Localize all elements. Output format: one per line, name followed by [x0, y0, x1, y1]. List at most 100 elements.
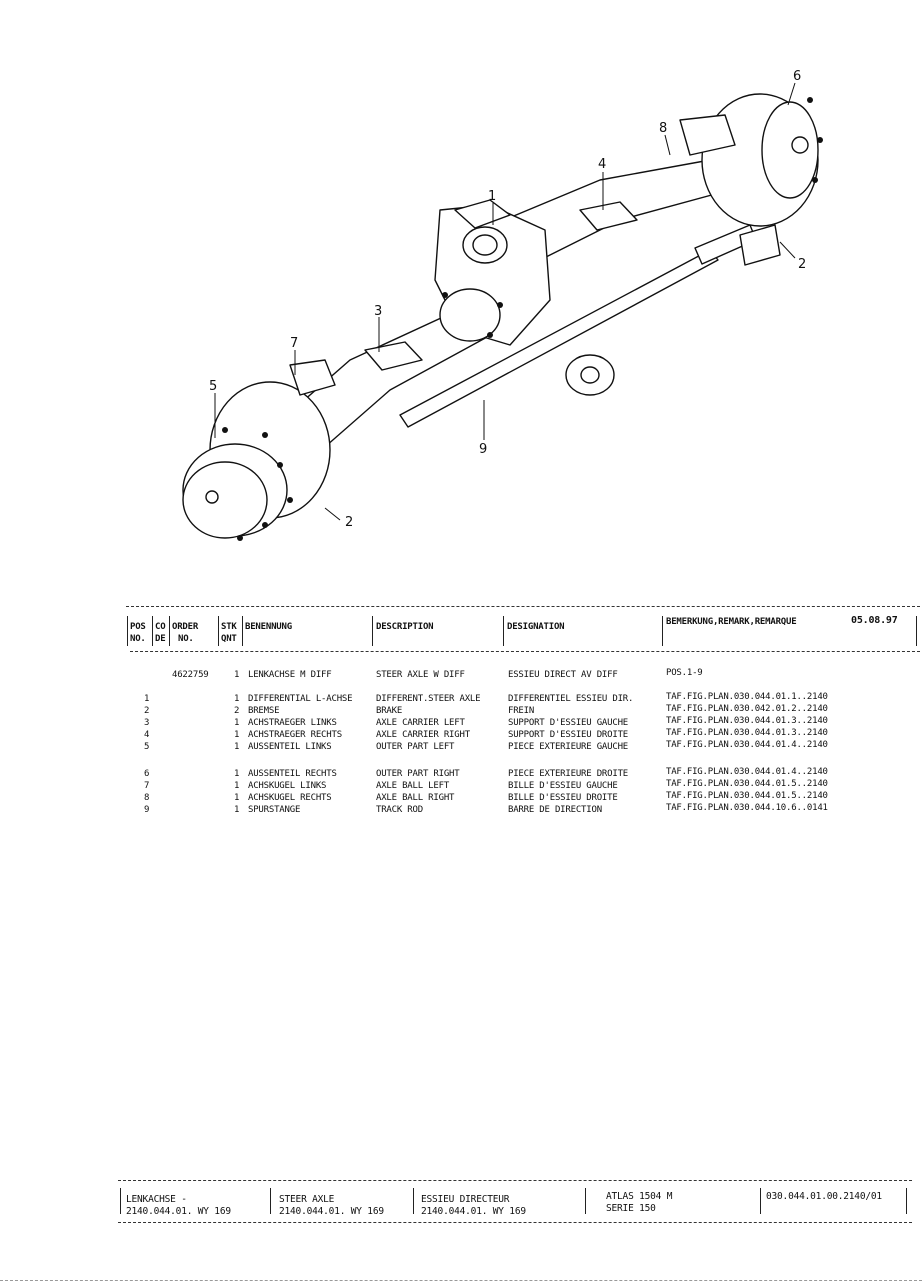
footer-series: SERIE 150 [606, 1203, 656, 1214]
footer-bottom-rule [118, 1222, 912, 1223]
header-order: ORDER [172, 622, 199, 632]
row-qty: 1 [234, 718, 240, 728]
callout-2-right: 2 [798, 257, 806, 272]
callout-4: 4 [598, 157, 606, 172]
row-qty: 1 [234, 805, 240, 815]
col-divider [372, 616, 373, 646]
main-remark: POS.1-9 [666, 668, 703, 678]
row-designation: SUPPORT D'ESSIEU DROITE [508, 730, 629, 740]
col-divider [127, 616, 128, 646]
row-benennung: ACHSTRAEGER RECHTS [248, 730, 342, 740]
row-remark: TAF.FIG.PLAN.030.044.01.3..2140 [666, 716, 828, 726]
col-divider [218, 616, 219, 646]
row-benennung: ACHSKUGEL LINKS [248, 781, 327, 791]
track-rod-shape [399, 249, 719, 428]
header-stk-qnt: QNT [221, 634, 237, 644]
row-benennung: AUSSENTEIL RECHTS [248, 769, 337, 779]
col-divider [916, 616, 917, 646]
row-remark: TAF.FIG.PLAN.030.044.01.4..2140 [666, 767, 828, 777]
footer-divider [413, 1188, 414, 1214]
col-divider [503, 616, 504, 646]
main-qty: 1 [234, 670, 240, 680]
row-remark: TAF.FIG.PLAN.030.042.01.2..2140 [666, 704, 828, 714]
row-remark: TAF.FIG.PLAN.030.044.01.5..2140 [666, 779, 828, 789]
footer-fr-title: ESSIEU DIRECTEUR [421, 1194, 510, 1205]
header-designation: DESIGNATION [507, 622, 565, 632]
row-designation: BILLE D'ESSIEU GAUCHE [508, 781, 618, 791]
header-pos-no: NO. [130, 634, 146, 644]
col-divider [169, 616, 170, 646]
footer-en-code: 2140.044.01. WY 169 [279, 1206, 384, 1217]
row-benennung: DIFFERENTIAL L-ACHSE [248, 694, 353, 704]
row-designation: DIFFERENTIEL ESSIEU DIR. [508, 694, 634, 704]
footer-doc-number: 030.044.01.00.2140/01 [766, 1191, 882, 1202]
header-description: DESCRIPTION [376, 622, 434, 632]
row-remark: TAF.FIG.PLAN.030.044.01.4..2140 [666, 740, 828, 750]
footer-divider [270, 1188, 271, 1214]
col-divider [242, 616, 243, 646]
row-pos: 3 [144, 718, 150, 728]
main-description: STEER AXLE W DIFF [376, 670, 465, 680]
footer-top-rule [118, 1180, 912, 1181]
callout-5: 5 [209, 379, 217, 394]
row-remark: TAF.FIG.PLAN.030.044.01.5..2140 [666, 791, 828, 801]
row-qty: 1 [234, 694, 240, 704]
footer-fr-code: 2140.044.01. WY 169 [421, 1206, 526, 1217]
callout-1: 1 [488, 189, 496, 204]
callout-6: 6 [793, 69, 801, 84]
footer-divider [585, 1188, 586, 1214]
footer-divider [120, 1188, 121, 1214]
row-remark: TAF.FIG.PLAN.030.044.01.1..2140 [666, 692, 828, 702]
row-pos: 7 [144, 781, 150, 791]
row-pos: 5 [144, 742, 150, 752]
row-qty: 1 [234, 730, 240, 740]
row-pos: 9 [144, 805, 150, 815]
row-designation: PIECE EXTERIEURE GAUCHE [508, 742, 629, 752]
main-order-no: 4622759 [172, 670, 209, 680]
col-divider [152, 616, 153, 646]
row-description: AXLE CARRIER RIGHT [376, 730, 470, 740]
callout-9: 9 [479, 442, 487, 457]
footer-model: ATLAS 1504 M [606, 1191, 673, 1202]
row-benennung: ACHSKUGEL RECHTS [248, 793, 332, 803]
callout-3: 3 [374, 304, 382, 319]
table-header-rule [130, 651, 920, 652]
page-bottom-rule [0, 1280, 922, 1281]
row-description: AXLE CARRIER LEFT [376, 718, 465, 728]
row-qty: 1 [234, 742, 240, 752]
row-description: AXLE BALL RIGHT [376, 793, 455, 803]
row-benennung: SPURSTANGE [248, 805, 301, 815]
row-remark: TAF.FIG.PLAN.030.044.10.6..0141 [666, 803, 828, 813]
axle-ball-left-shape [289, 359, 336, 396]
header-co-de: DE [155, 634, 166, 644]
row-benennung: ACHSTRAEGER LINKS [248, 718, 337, 728]
row-pos: 1 [144, 694, 150, 704]
header-date: 05.08.97 [851, 615, 898, 626]
row-remark: TAF.FIG.PLAN.030.044.01.3..2140 [666, 728, 828, 738]
footer-de-code: 2140.044.01. WY 169 [126, 1206, 231, 1217]
footer-en-title: STEER AXLE [279, 1194, 335, 1205]
row-designation: FREIN [508, 706, 535, 716]
callout-7: 7 [290, 336, 298, 351]
row-designation: SUPPORT D'ESSIEU GAUCHE [508, 718, 629, 728]
footer-divider [760, 1188, 761, 1214]
row-benennung: AUSSENTEIL LINKS [248, 742, 332, 752]
main-designation: ESSIEU DIRECT AV DIFF [508, 670, 618, 680]
header-order-no: NO. [178, 634, 194, 644]
row-qty: 1 [234, 793, 240, 803]
row-qty: 1 [234, 769, 240, 779]
row-designation: BARRE DE DIRECTION [508, 805, 602, 815]
footer-divider [906, 1188, 907, 1214]
row-description: OUTER PART LEFT [376, 742, 455, 752]
footer-de-title: LENKACHSE - [126, 1194, 187, 1205]
col-divider [662, 616, 663, 646]
row-benennung: BREMSE [248, 706, 280, 716]
header-co: CO [155, 622, 166, 632]
row-description: BRAKE [376, 706, 403, 716]
row-qty: 2 [234, 706, 240, 716]
row-description: TRACK ROD [376, 805, 423, 815]
axle-ball-right-shape [679, 114, 736, 156]
row-pos: 2 [144, 706, 150, 716]
steer-axle-illustration: 1 2 2 3 4 5 6 7 8 9 [182, 69, 823, 541]
row-description: AXLE BALL LEFT [376, 781, 450, 791]
